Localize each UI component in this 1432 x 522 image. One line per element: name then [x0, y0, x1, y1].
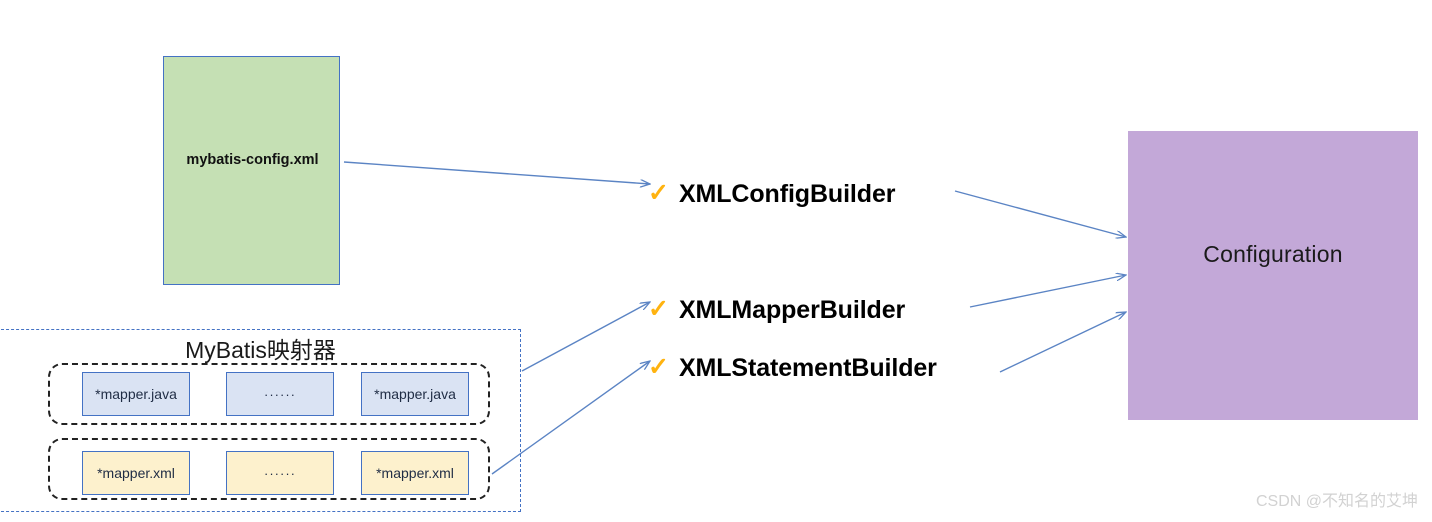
- csdn-watermark: CSDN @不知名的艾坤: [1255, 493, 1418, 510]
- mapper-java-chip-ellipsis[interactable]: ······: [226, 372, 334, 416]
- mapper-chip-label: *mapper.java: [374, 386, 456, 402]
- arrow-config-to-xmlconfigbuilder: [343, 161, 650, 184]
- builder-node-xmlstatementbuilder[interactable]: ✓ XMLStatementBuilder: [648, 354, 937, 383]
- mybatis-config-file-label: mybatis-config.xml: [186, 152, 319, 168]
- mybatis-mapper-group: [0, 329, 521, 512]
- mapper-java-chip[interactable]: *mapper.java: [361, 372, 469, 416]
- mapper-chip-label: *mapper.xml: [97, 465, 175, 481]
- builder-label: XMLConfigBuilder: [678, 180, 896, 208]
- builder-label: XMLMapperBuilder: [678, 296, 906, 324]
- check-icon: ✓: [648, 353, 669, 381]
- mapper-xml-rail: [48, 438, 490, 500]
- mybatis-mapper-group-title: MyBatis映射器: [185, 337, 336, 363]
- arrow-xmlmapperbuilder-to-configuration: [969, 275, 1126, 308]
- builder-label: XMLStatementBuilder: [678, 354, 937, 382]
- check-icon: ✓: [648, 179, 669, 207]
- mapper-chip-label: ······: [264, 386, 296, 402]
- mapper-chip-label: *mapper.xml: [376, 465, 454, 481]
- mapper-chip-label: ······: [264, 465, 296, 481]
- mapper-xml-chip[interactable]: *mapper.xml: [82, 451, 190, 495]
- configuration-label: Configuration: [1203, 241, 1343, 267]
- mapper-java-rail: [48, 363, 490, 425]
- check-icon: ✓: [648, 295, 669, 323]
- arrow-xmlstatementbuilder-to-configuration: [999, 312, 1126, 373]
- arrow-xmlconfigbuilder-to-configuration: [954, 190, 1126, 237]
- arrow-mapperjava-to-xmlmapperbuilder: [521, 302, 650, 372]
- builder-node-xmlmapperbuilder[interactable]: ✓ XMLMapperBuilder: [648, 296, 905, 325]
- mapper-chip-label: *mapper.java: [95, 386, 177, 402]
- mapper-xml-chip[interactable]: *mapper.xml: [361, 451, 469, 495]
- mapper-java-chip[interactable]: *mapper.java: [82, 372, 190, 416]
- mapper-xml-chip-ellipsis[interactable]: ······: [226, 451, 334, 495]
- builder-node-xmlconfigbuilder[interactable]: ✓ XMLConfigBuilder: [648, 180, 895, 209]
- configuration-node[interactable]: [1128, 131, 1418, 420]
- mybatis-config-file-node[interactable]: [163, 56, 340, 285]
